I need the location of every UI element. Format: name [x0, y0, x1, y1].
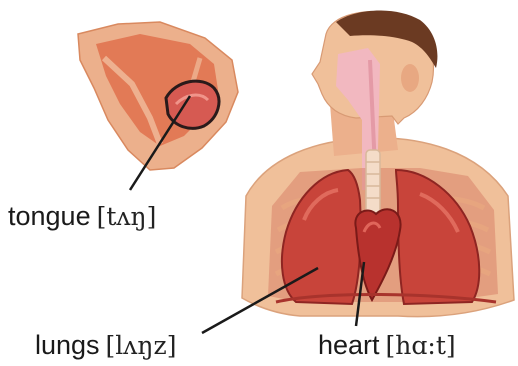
- lungs-transcription: [lʌŋz]: [106, 331, 177, 360]
- heart-label: heart[hɑ:t]: [318, 332, 456, 359]
- tongue-label: tongue[tʌŋ]: [8, 203, 156, 230]
- heart-transcription: [hɑ:t]: [386, 331, 456, 360]
- tongue-word: tongue: [8, 201, 91, 231]
- torso-image: [242, 10, 514, 316]
- heart-word: heart: [318, 330, 380, 360]
- lungs-label: lungs[lʌŋz]: [35, 332, 176, 359]
- tongue-transcription: [tʌŋ]: [97, 202, 157, 231]
- lungs-word: lungs: [35, 330, 100, 360]
